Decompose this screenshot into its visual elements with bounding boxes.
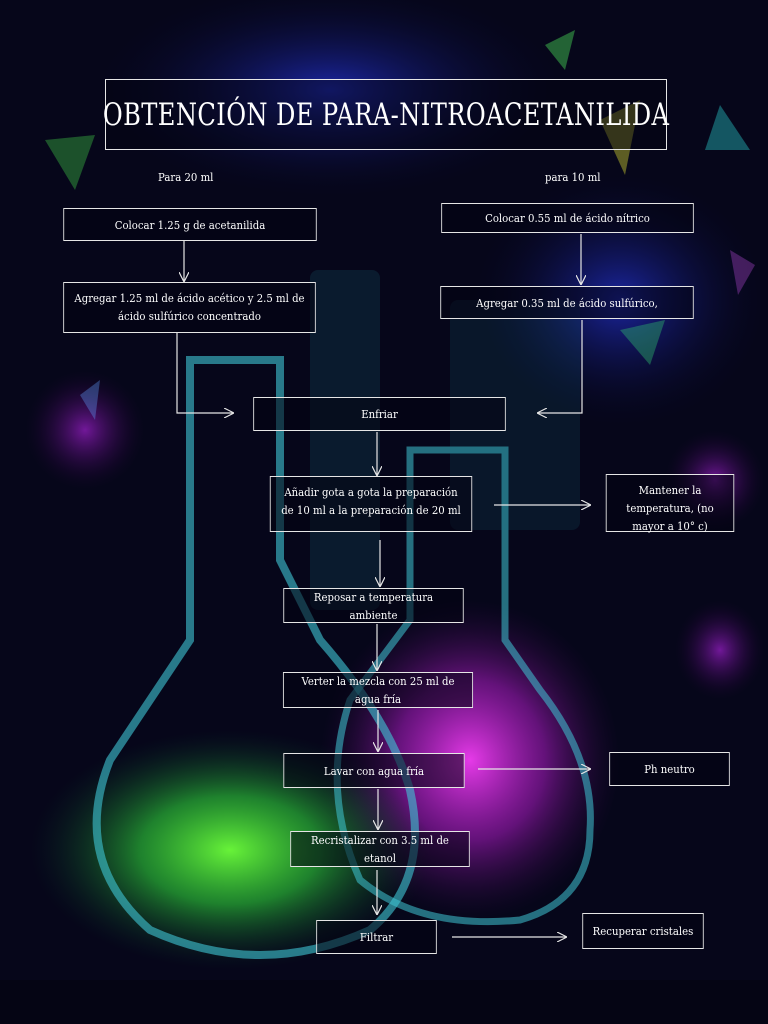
note-mantener-temperatura: Mantener la temperatura, (no mayor a 10°… <box>605 474 735 533</box>
step-agregar-acido-acetico: Agregar 1.25 ml de ácido acético y 2.5 m… <box>63 282 316 333</box>
step-lavar: Lavar con agua fría <box>283 753 465 788</box>
step-filtrar: Filtrar <box>316 920 437 954</box>
page-title: OBTENCIÓN DE PARA-NITROACETANILIDA <box>102 96 670 133</box>
step-verter-mezcla: Verter la mezcla con 25 ml de agua fría <box>282 672 474 708</box>
step-recuperar-cristales: Recuperar cristales <box>582 913 704 949</box>
title-box: OBTENCIÓN DE PARA-NITROACETANILIDA <box>102 79 670 150</box>
step-recristalizar: Recristalizar con 3.5 ml de etanol <box>290 831 470 867</box>
step-agregar-acido-sulfurico: Agregar 0.35 ml de ácido sulfúrico, <box>440 286 694 319</box>
step-enfriar: Enfriar <box>253 397 506 431</box>
step-colocar-acetanilida: Colocar 1.25 g de acetanilida <box>63 208 317 241</box>
step-reposar: Reposar a temperatura ambiente <box>283 588 464 623</box>
label-20ml: Para 20 ml <box>158 170 214 184</box>
label-10ml: para 10 ml <box>545 170 601 184</box>
step-colocar-acido-nitrico: Colocar 0.55 ml de ácido nítrico <box>441 203 694 233</box>
step-anadir-gota: Añadir gota a gota la preparación de 10 … <box>269 476 473 532</box>
note-ph-neutro: Ph neutro <box>609 752 730 786</box>
